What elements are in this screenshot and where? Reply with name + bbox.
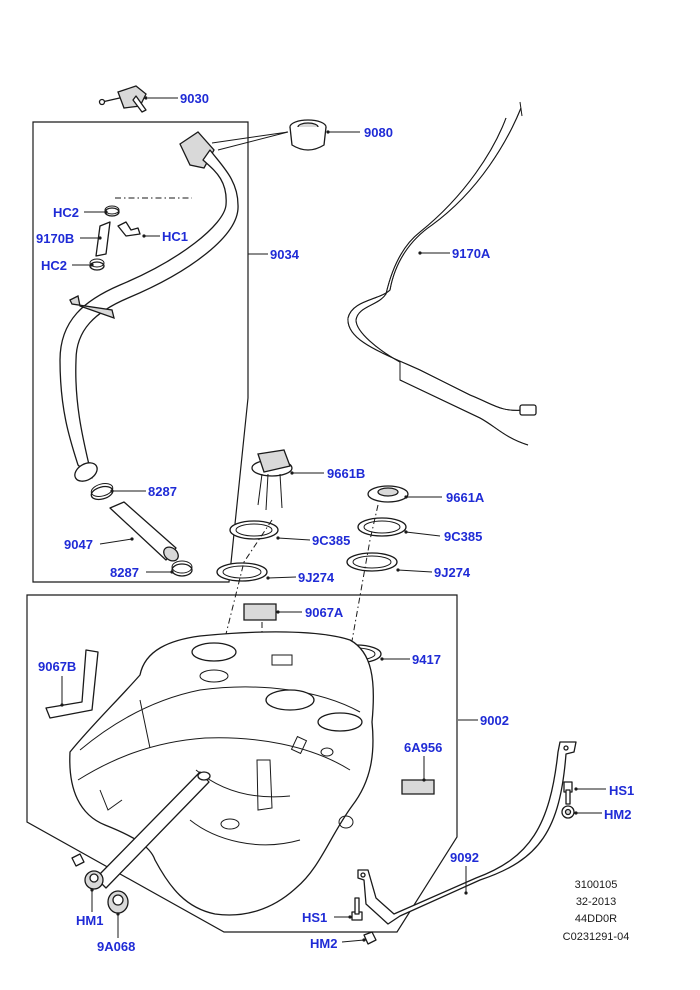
clamp-8287-bottom xyxy=(171,560,193,577)
label-hc2-top: HC2 xyxy=(53,205,79,220)
bolt-hs1-right xyxy=(563,781,573,805)
label-9j274-right: 9J274 xyxy=(434,565,471,580)
reference-line-4: C0231291-04 xyxy=(563,931,630,943)
sender-unit-9661b xyxy=(251,449,293,511)
filler-cap-9030 xyxy=(98,85,147,113)
label-9080: 9080 xyxy=(364,125,393,140)
sender-cover-9661a xyxy=(367,485,409,503)
seal-ring-9c385-left xyxy=(229,520,279,540)
label-9c385-right: 9C385 xyxy=(444,529,482,544)
label-hc1: HC1 xyxy=(162,229,188,244)
label-hm1: HM1 xyxy=(76,913,103,928)
assembly-line-left xyxy=(221,519,273,651)
pad-9067a xyxy=(243,603,277,621)
clamp-8287-top xyxy=(90,483,114,501)
label-9j274-left: 9J274 xyxy=(298,570,335,585)
nut-hm1 xyxy=(71,853,104,890)
label-hc2-bottom: HC2 xyxy=(41,258,67,273)
clip-hc2-bottom xyxy=(89,258,105,271)
filler-group-frame xyxy=(32,121,249,583)
lock-ring-9j274-right xyxy=(346,552,398,572)
label-hm2-bottom: HM2 xyxy=(310,936,337,951)
tank-strap-9092 xyxy=(357,741,577,925)
label-9092: 9092 xyxy=(450,850,479,865)
tank-group-frame xyxy=(26,594,458,933)
bracket-9067b xyxy=(45,649,99,719)
nut-hm2-right xyxy=(561,805,575,819)
vapour-pipe-9170a xyxy=(347,101,537,446)
label-6a956: 6A956 xyxy=(404,740,442,755)
label-9a068: 9A068 xyxy=(97,939,135,954)
label-9034: 9034 xyxy=(270,247,300,262)
label-hs1-right: HS1 xyxy=(609,783,634,798)
label-hs1-bottom: HS1 xyxy=(302,910,327,925)
hose-9047 xyxy=(109,501,179,562)
label-8287-top: 8287 xyxy=(148,484,177,499)
bolt-hs1-bottom xyxy=(351,897,363,921)
seal-ring-9c385-right xyxy=(357,517,407,537)
leader-lines xyxy=(60,96,606,943)
filler-cup-9080 xyxy=(289,119,327,151)
clip-hc1 xyxy=(117,221,141,237)
label-9c385-left: 9C385 xyxy=(312,533,350,548)
label-9170b: 9170B xyxy=(36,231,74,246)
reference-line-1: 3100105 xyxy=(575,879,618,891)
tank-strap-left xyxy=(95,771,211,889)
label-9661b: 9661B xyxy=(327,466,365,481)
hose-9170b xyxy=(95,221,111,257)
reference-line-3: 44DD0R xyxy=(575,913,617,925)
filler-neck-9034 xyxy=(59,131,239,482)
mount-9a068 xyxy=(107,890,129,914)
label-9417: 9417 xyxy=(412,652,441,667)
label-9030: 9030 xyxy=(180,91,209,106)
label-8287-bottom: 8287 xyxy=(110,565,139,580)
label-9661a: 9661A xyxy=(446,490,485,505)
reference-line-2: 32-2013 xyxy=(576,896,616,908)
label-9067a: 9067A xyxy=(305,605,344,620)
lock-ring-9j274-left xyxy=(216,562,268,582)
label-hm2-right: HM2 xyxy=(604,807,631,822)
label-9170a: 9170A xyxy=(452,246,491,261)
clip-hc2-top xyxy=(104,205,120,217)
label-9067b: 9067B xyxy=(38,659,76,674)
nut-hm2-bottom xyxy=(363,931,377,945)
assembly-line-right xyxy=(349,504,379,653)
label-9002: 9002 xyxy=(480,713,509,728)
label-9047: 9047 xyxy=(64,537,93,552)
pad-6a956 xyxy=(401,779,435,795)
